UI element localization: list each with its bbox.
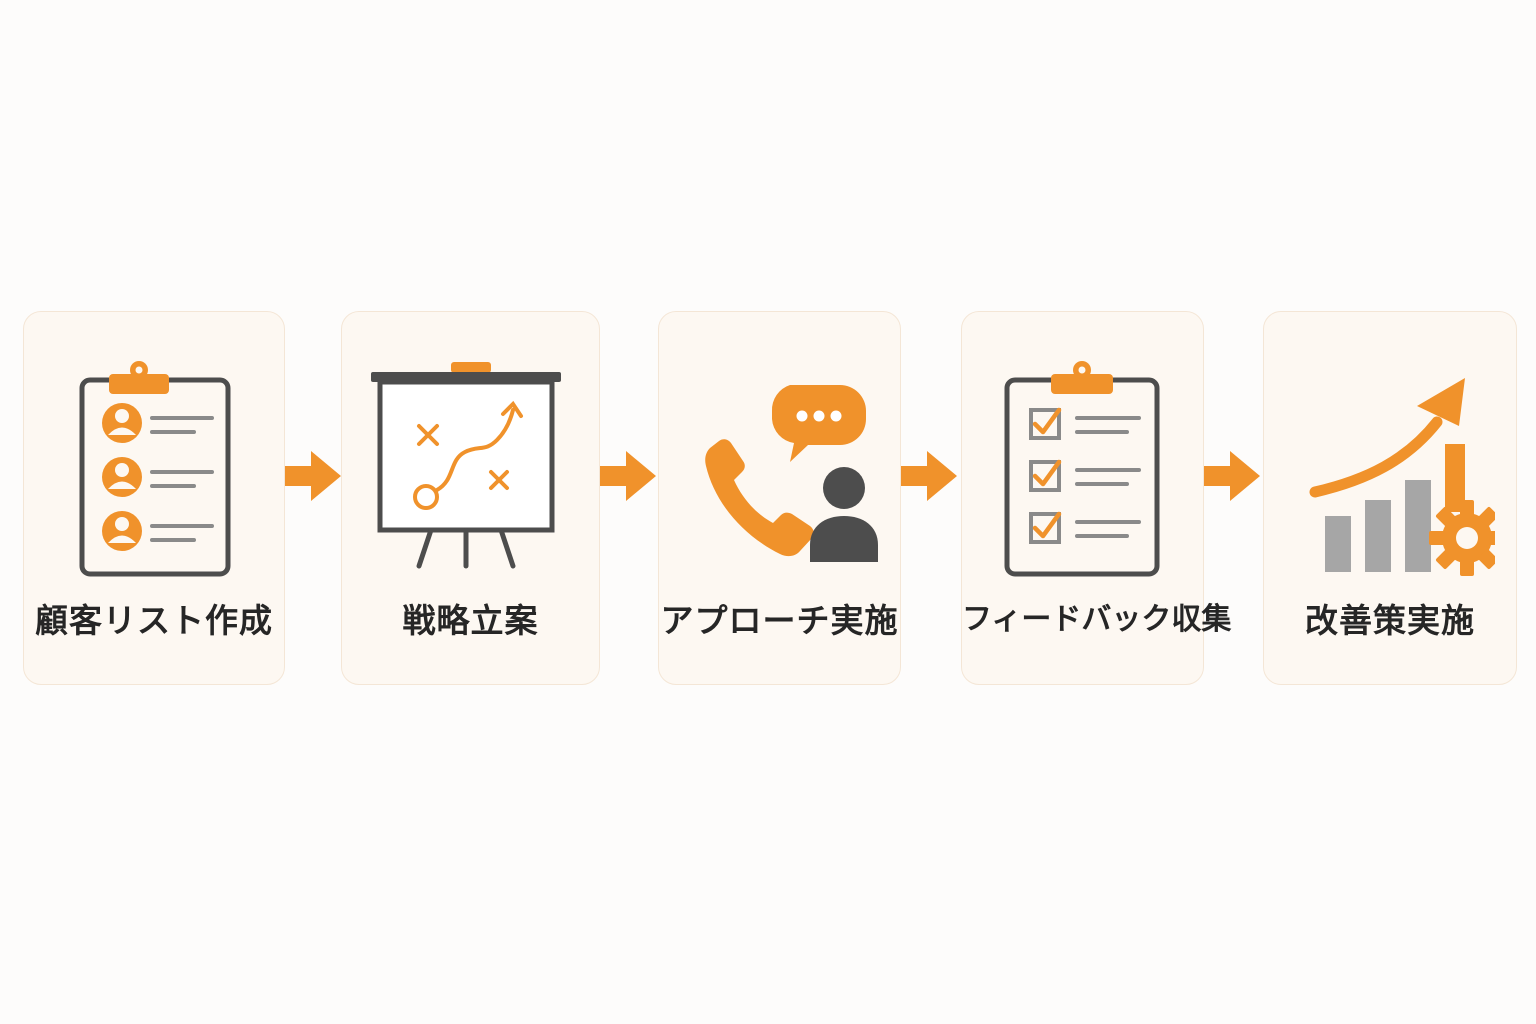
clipboard-customer-list-icon xyxy=(24,340,284,580)
step-label: 顧客リスト作成 xyxy=(35,601,273,640)
arrow-right-icon xyxy=(901,447,959,505)
step-card-feedback: フィードバック収集 xyxy=(961,311,1232,685)
arrow-right-icon xyxy=(285,447,343,505)
step-card-strategy: 戦略立案 xyxy=(341,311,600,685)
clipboard-checklist-icon xyxy=(962,340,1203,580)
arrow-right-icon xyxy=(600,447,658,505)
step-card-approach: アプローチ実施 xyxy=(658,311,901,685)
step-label: 戦略立案 xyxy=(402,601,539,640)
phone-chat-person-icon xyxy=(659,340,900,580)
step-card-improvement: 改善策実施 xyxy=(1263,311,1517,685)
growth-chart-gear-icon xyxy=(1264,340,1516,580)
step-label: 改善策実施 xyxy=(1305,601,1475,640)
step-label: フィードバック収集 xyxy=(962,602,1232,637)
arrow-right-icon xyxy=(1204,447,1262,505)
step-card-customer-list: 顧客リスト作成 xyxy=(23,311,285,685)
step-label: アプローチ実施 xyxy=(660,601,899,640)
presentation-board-strategy-icon xyxy=(342,340,599,580)
